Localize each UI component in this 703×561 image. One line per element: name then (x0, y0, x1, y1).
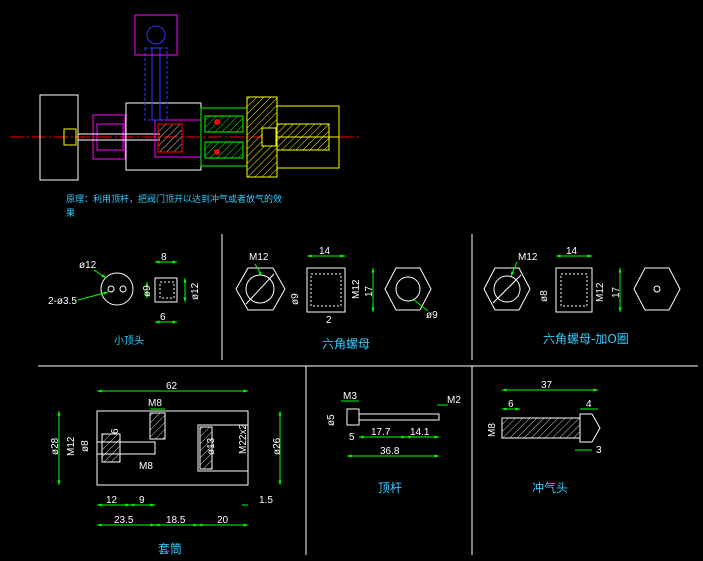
caption-small-head: 小顶头 (114, 335, 144, 347)
small-head-dim-holes: 2-ø3.5 (48, 296, 77, 307)
sleeve-dim-20: 20 (217, 515, 229, 526)
caption-inflation-head: 冲气头 (532, 480, 568, 495)
sleeve-dim-m12: M12 (66, 436, 77, 456)
small-head-dim-phi12b: ø12 (190, 282, 201, 300)
inflation-head-dim-4: 4 (586, 399, 592, 410)
assembly-view (10, 14, 362, 181)
hex-nut-oring-dim-14: 14 (566, 246, 578, 257)
inflation-head-dim-3: 3 (596, 445, 602, 456)
sleeve-dim-m8b: M8 (139, 461, 153, 472)
inflation-head-view: 37 6 4 M8 3 冲气头 (487, 380, 602, 495)
hex-nut-dim-m12b: M12 (351, 279, 362, 299)
caption-sleeve: 套筒 (158, 541, 182, 556)
hex-nut-dim-17: 17 (364, 285, 375, 297)
sleeve-dim-18-5: 18.5 (166, 515, 186, 526)
assembly-guide (92, 114, 126, 160)
inflation-head-body (501, 417, 581, 439)
ejector-rod-dim-phi5: ø5 (326, 414, 337, 426)
assembly-knob-tip (63, 128, 77, 146)
hex-nut-end (384, 267, 432, 311)
sleeve-dim-m22: M22x2 (238, 424, 249, 454)
small-head-view: ø12 2-ø3.5 8 ø9 ø12 6 小顶头 (48, 252, 201, 347)
caption-ejector-rod: 顶杆 (378, 481, 402, 495)
hex-nut-oring-dim-m12b: M12 (595, 282, 606, 302)
hex-nut-dim-m12: M12 (249, 252, 269, 263)
sleeve-dim-1-5: 1.5 (259, 495, 273, 506)
description-line-1: 原理：利用顶杆，把阀门顶开以达到冲气或者放气的效 (66, 193, 282, 205)
ejector-rod-head (346, 408, 360, 426)
small-head-dim-phi9: ø9 (142, 285, 153, 297)
ejector-rod-dim-m3: M3 (343, 391, 357, 402)
hex-nut-front (235, 267, 286, 311)
sleeve-dim-phi8: ø8 (80, 440, 91, 452)
hex-nut-dim-phi9: ø9 (290, 293, 301, 305)
small-head-side (154, 277, 178, 303)
caption-hex-nut-oring: 六角螺母-加O圈 (543, 332, 629, 346)
hex-nut-oring-dim-phi8: ø8 (539, 290, 550, 302)
ejector-rod-shaft (358, 413, 440, 421)
sleeve-dim-6: 6 (110, 428, 121, 434)
ejector-rod-dim-36-8: 36.8 (380, 446, 400, 457)
hex-nut-oring-dim-17: 17 (611, 286, 622, 298)
assembly-cap (134, 14, 178, 56)
hex-nut-oring-front (483, 267, 531, 311)
sleeve-dim-9: 9 (139, 495, 145, 506)
hex-nut-oring-end (633, 267, 681, 311)
assembly-stem (144, 47, 168, 121)
separators (38, 234, 698, 555)
inflation-head-dim-37: 37 (541, 380, 553, 391)
ejector-rod-dim-14-1: 14.1 (410, 427, 430, 438)
small-head-dim-phi12: ø12 (79, 260, 97, 271)
small-head-dim-6: 6 (160, 312, 166, 323)
sleeve-view: 62 M8 6 ø28 M12 ø8 M8 ø13 M22x2 ø26 12 9… (50, 381, 283, 556)
inflation-head-tip (579, 413, 601, 443)
assembly-knob (39, 94, 79, 181)
hex-nut-oring-view: M12 14 ø8 M12 17 六角螺母-加O圈 (483, 246, 681, 346)
sleeve-dim-phi13: ø13 (206, 437, 217, 455)
sleeve-dim-m8: M8 (148, 398, 162, 409)
small-head-dim-8: 8 (161, 252, 167, 263)
ejector-rod-dim-17-7: 17.7 (371, 427, 391, 438)
hex-nut-dim-phi9b: ø9 (426, 310, 438, 321)
caption-hex-nut: 六角螺母 (322, 337, 370, 351)
ejector-rod-view: M3 M2 ø5 5 17.7 14.1 36.8 顶杆 (326, 391, 461, 495)
hex-nut-dim-2: 2 (326, 315, 332, 326)
hex-nut-dim-14: 14 (319, 246, 331, 257)
hex-nut-view: M12 14 ø9 M12 17 2 ø9 六角螺母 (235, 246, 438, 351)
sleeve-dim-23-5: 23.5 (114, 515, 134, 526)
sleeve-dim-phi28: ø28 (50, 437, 61, 455)
inflation-head-dim-m8: M8 (487, 423, 498, 437)
hex-nut-oring-side (555, 267, 593, 313)
inflation-head-dim-6: 6 (508, 399, 514, 410)
ejector-rod-dim-m2: M2 (447, 395, 461, 406)
sleeve-dim-phi26: ø26 (272, 437, 283, 455)
assembly-guide-core (96, 123, 124, 151)
hex-nut-oring-dim-m12: M12 (518, 252, 538, 263)
description-line-2: 果 (66, 208, 75, 219)
small-head-circle (100, 272, 134, 306)
hex-nut-side (306, 267, 346, 313)
ejector-rod-dim-5: 5 (349, 432, 355, 443)
sleeve-dim-12: 12 (106, 495, 118, 506)
sleeve-dim-62: 62 (166, 381, 178, 392)
